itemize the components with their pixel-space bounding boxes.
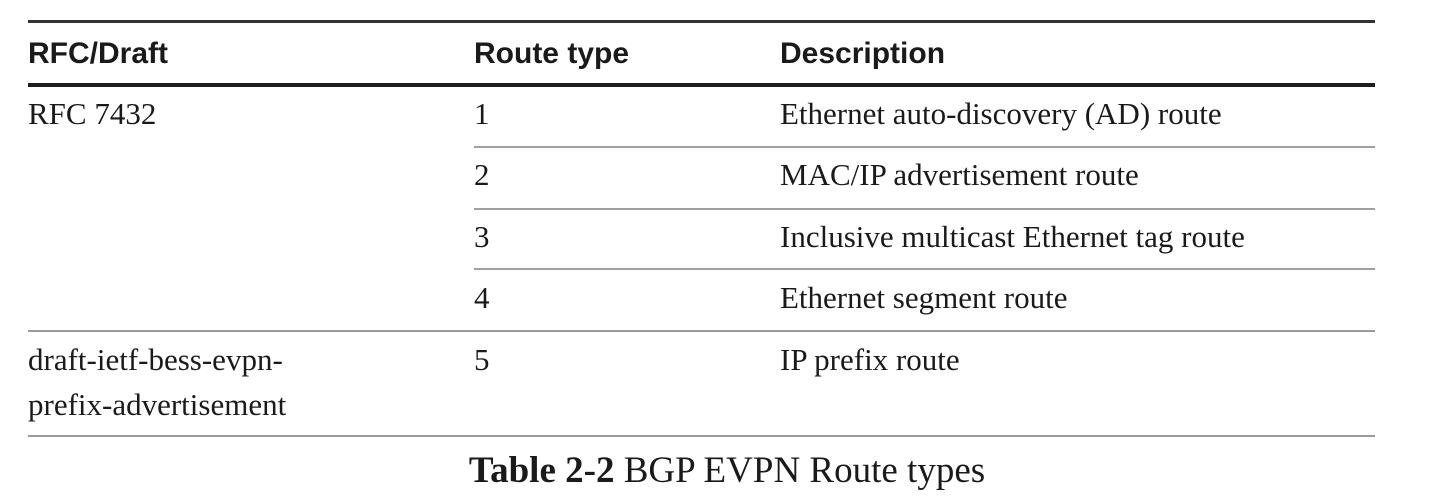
row-divider [474, 146, 1375, 148]
cell-rfc-row5-line1: draft-ietf-bess-evpn- [28, 342, 283, 377]
row-divider [474, 268, 1375, 270]
row-divider [474, 208, 1375, 210]
group-divider [28, 330, 1375, 332]
header-rule [28, 83, 1375, 87]
cell-description-row3: Inclusive multicast Ethernet tag route [780, 219, 1245, 254]
caption-text: BGP EVPN Route types [623, 450, 986, 491]
cell-rfc-row1: RFC 7432 [28, 96, 157, 131]
cell-route-type-row1: 1 [474, 96, 490, 131]
cell-route-type-row4: 4 [474, 280, 490, 315]
cell-description-row5: IP prefix route [780, 342, 960, 377]
cell-description-row1: Ethernet auto-discovery (AD) route [780, 96, 1222, 131]
cell-route-type-row2: 2 [474, 157, 490, 192]
header-route-type: Route type [474, 37, 630, 70]
table-bottom-rule [28, 435, 1375, 437]
header-description: Description [780, 37, 946, 70]
cell-description-row2: MAC/IP advertisement route [780, 157, 1139, 192]
cell-route-type-row5: 5 [474, 342, 490, 377]
cell-description-row4: Ethernet segment route [780, 280, 1068, 315]
caption-label: Table 2-2 [468, 450, 615, 491]
table-top-rule [28, 20, 1375, 23]
table-caption: Table 2-2 BGP EVPN Route types [0, 449, 1454, 493]
cell-rfc-row5-line2: prefix-advertisement [28, 387, 287, 422]
cell-route-type-row3: 3 [474, 219, 490, 254]
header-rfc-draft: RFC/Draft [28, 37, 168, 70]
